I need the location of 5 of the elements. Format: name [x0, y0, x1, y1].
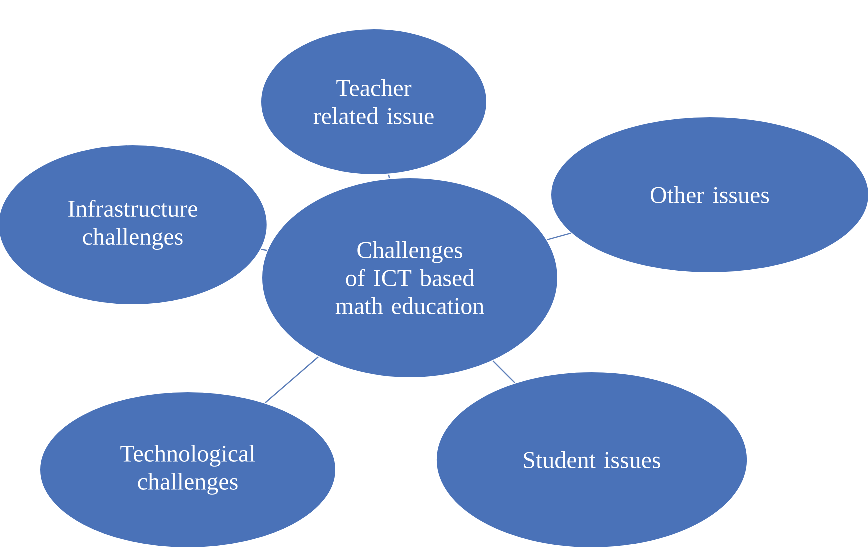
- connector-line: [265, 356, 319, 404]
- connector-line: [261, 248, 268, 252]
- connector-line: [492, 360, 516, 384]
- connector-line: [547, 232, 572, 241]
- connector-line: [388, 174, 390, 179]
